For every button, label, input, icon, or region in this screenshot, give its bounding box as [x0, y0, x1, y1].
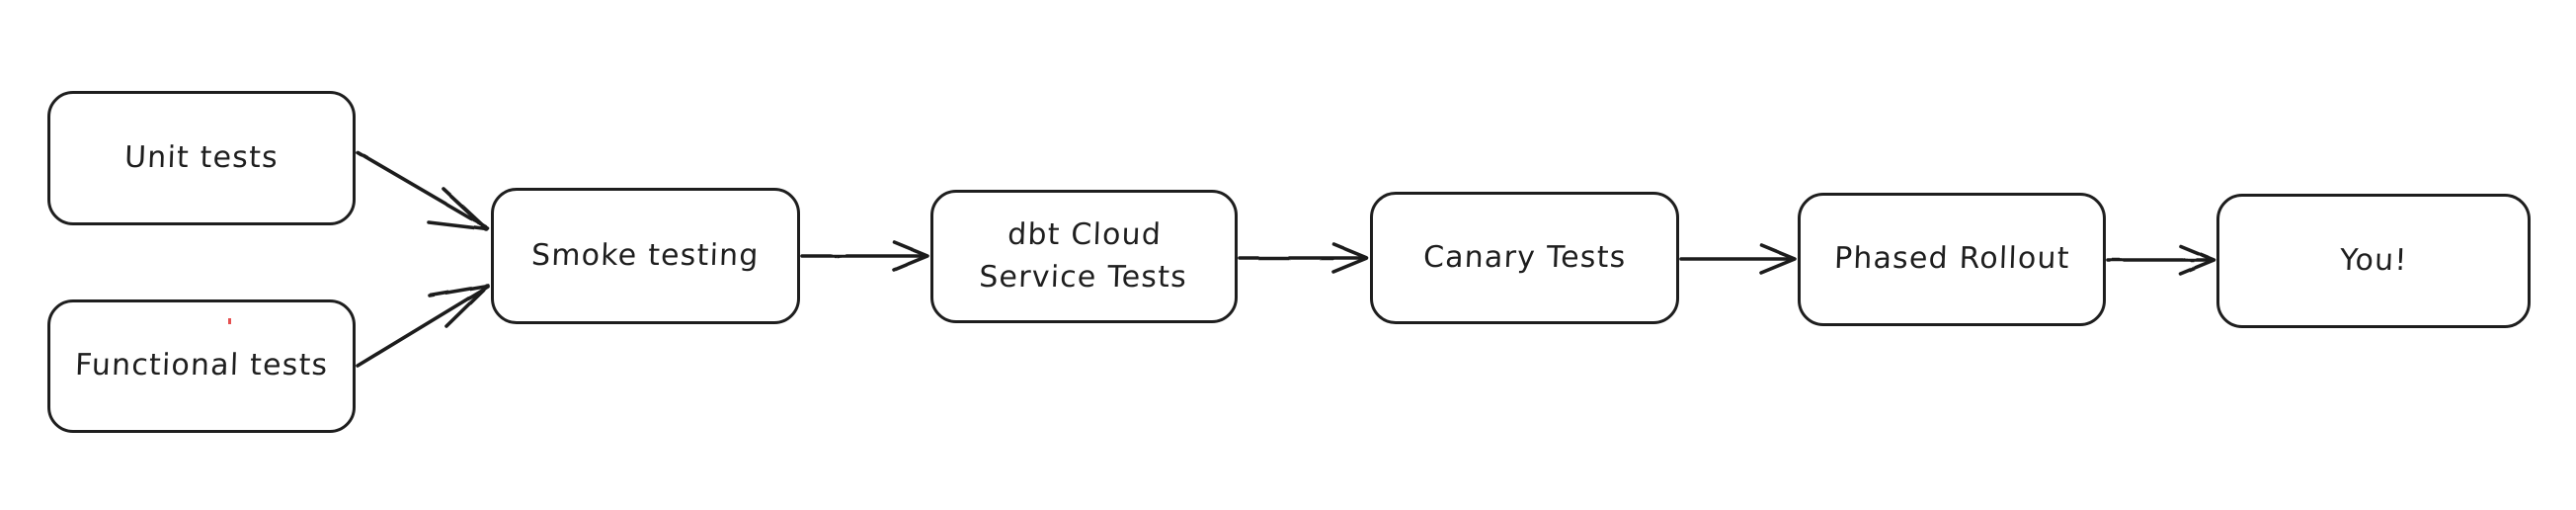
node-functional-tests[interactable]: Functional tests: [47, 299, 356, 433]
edge-phased-to-you: [2106, 244, 2216, 276]
edge-smoke-to-dbt: [800, 240, 929, 272]
red-speck-artifact: [228, 318, 231, 324]
node-phased-rollout-label: Phased Rollout: [1833, 241, 2070, 277]
node-you-label: You!: [2339, 242, 2408, 278]
node-dbt-cloud-service-tests[interactable]: dbt Cloud Service Tests: [930, 190, 1238, 323]
node-unit-tests-label: Unit tests: [123, 139, 280, 175]
node-smoke-testing[interactable]: Smoke testing: [491, 188, 800, 324]
node-canary-tests-label: Canary Tests: [1422, 239, 1627, 275]
node-you[interactable]: You!: [2216, 194, 2531, 328]
edge-functional-to-smoke: [356, 284, 490, 368]
node-canary-tests[interactable]: Canary Tests: [1370, 192, 1679, 324]
edge-dbt-to-canary: [1238, 242, 1369, 274]
node-dbt-cloud-service-tests-label: dbt Cloud Service Tests: [978, 216, 1188, 295]
node-functional-tests-label: Functional tests: [74, 348, 329, 383]
node-smoke-testing-label: Smoke testing: [530, 237, 761, 273]
edge-unit-to-smoke: [356, 150, 490, 231]
node-unit-tests[interactable]: Unit tests: [47, 91, 356, 225]
edge-canary-to-phased: [1679, 243, 1797, 275]
node-phased-rollout[interactable]: Phased Rollout: [1798, 193, 2106, 326]
